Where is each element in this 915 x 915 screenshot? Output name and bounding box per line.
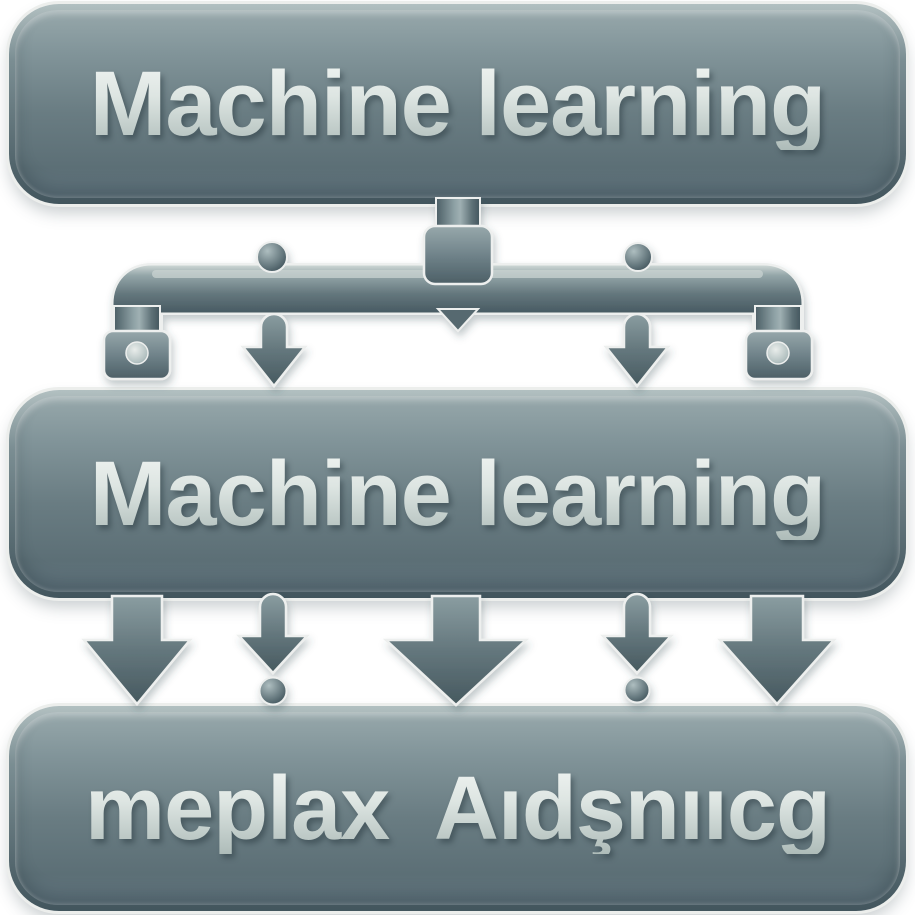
arrow-down-icon-mid-left xyxy=(240,312,308,389)
coupling-center xyxy=(422,224,494,286)
arrow-down-icon-mid-right xyxy=(603,312,671,389)
pipe-manifold xyxy=(113,265,802,360)
ball-icon-right xyxy=(623,676,651,704)
bolt-icon-right xyxy=(766,341,790,365)
flow-node-middle-label: Machine learning xyxy=(89,443,826,545)
flow-node-bottom-surface: meplax Aıdşnııcg xyxy=(15,712,900,905)
arrow-down-icon-large-center xyxy=(382,594,530,707)
arrow-down-icon-small-left xyxy=(236,592,310,675)
flow-node-top: Machine learning xyxy=(9,4,906,204)
knob-icon-right xyxy=(623,242,653,272)
flow-node-middle-surface: Machine learning xyxy=(15,396,900,592)
flow-node-top-surface: Machine learning xyxy=(15,10,900,198)
flow-node-top-label: Machine learning xyxy=(89,53,826,155)
arrow-down-icon-small-right xyxy=(600,592,674,675)
flow-node-bottom: meplax Aıdşnııcg xyxy=(9,706,906,911)
arrow-down-icon-large-right xyxy=(717,594,837,706)
knob-icon-left xyxy=(256,241,288,273)
bolt-icon-left xyxy=(125,341,149,365)
flow-node-bottom-label: meplax Aıdşnııcg xyxy=(85,758,831,859)
flow-node-middle: Machine learning xyxy=(9,390,906,598)
ball-icon-left xyxy=(258,676,288,706)
pipe-junction-notch xyxy=(435,308,481,333)
arrow-down-icon-large-left xyxy=(81,594,193,706)
